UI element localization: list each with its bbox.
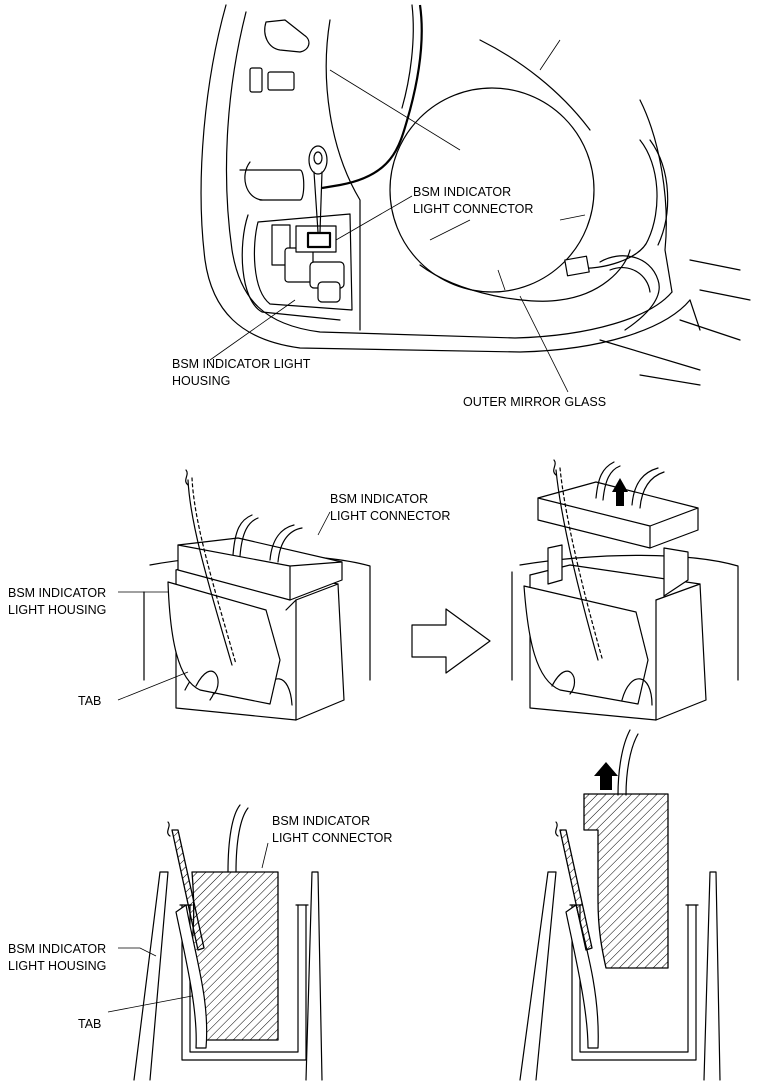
top-glass-label: OUTER MIRROR GLASS [463,395,606,409]
bot-connector-label-line2: LIGHT CONNECTOR [272,831,392,845]
bot-housing-label-line1: BSM INDICATOR [8,942,106,956]
mid-housing-label-line2: LIGHT HOUSING [8,603,106,617]
connector-seated-view: BSM INDICATOR LIGHT CONNECTOR BSM INDICA… [8,469,450,721]
mid-connector-label-line2: LIGHT CONNECTOR [330,509,450,523]
top-connector-label-line2: LIGHT CONNECTOR [413,202,533,216]
bot-connector-label-line1: BSM INDICATOR [272,814,370,828]
cross-section-seated: BSM INDICATOR LIGHT CONNECTOR BSM INDICA… [8,804,392,1081]
solid-up-arrow-icon [594,762,618,790]
connector-lifted-view [511,459,739,721]
mirror-assembly-view: BSM INDICATOR LIGHT CONNECTOR BSM INDICA… [172,4,751,409]
top-housing-label-line1: BSM INDICATOR LIGHT [172,357,311,371]
cross-section-lifted [519,729,721,1081]
bot-tab-label: TAB [78,1017,101,1031]
bot-housing-label-line2: LIGHT HOUSING [8,959,106,973]
hollow-right-arrow-icon [411,608,491,674]
solid-up-arrow-icon [612,478,628,506]
top-connector-label-line1: BSM INDICATOR [413,185,511,199]
mid-tab-label: TAB [78,694,101,708]
top-housing-label-line2: HOUSING [172,374,230,388]
mid-housing-label-line1: BSM INDICATOR [8,586,106,600]
mid-connector-label-line1: BSM INDICATOR [330,492,428,506]
